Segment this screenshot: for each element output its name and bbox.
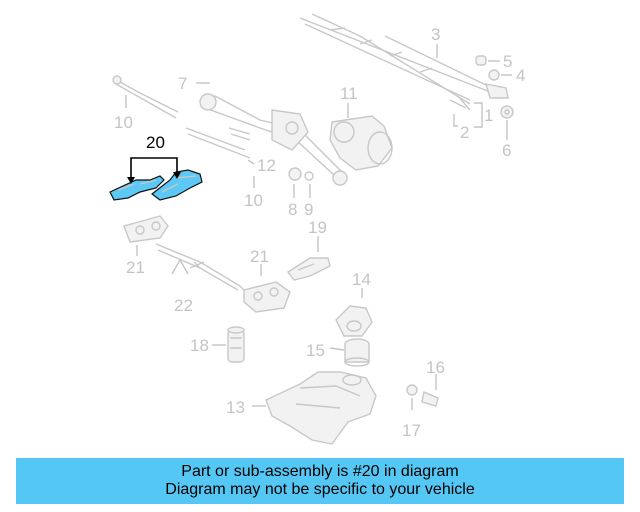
callout-21-right: 21 <box>250 247 269 266</box>
nozzle-seal-left <box>123 215 169 243</box>
callout-15: 15 <box>306 341 325 360</box>
callout-14: 14 <box>352 270 371 289</box>
callout-1: 1 <box>484 106 493 125</box>
bracket <box>286 257 331 281</box>
callout-19: 19 <box>308 218 327 237</box>
callout-20-leaders <box>127 157 181 184</box>
callout-12: 12 <box>257 156 276 175</box>
info-banner: Part or sub-assembly is #20 in diagram D… <box>16 458 624 504</box>
wiper-linkage <box>185 93 348 186</box>
callout-5: 5 <box>503 52 512 71</box>
callout-11: 11 <box>340 84 358 103</box>
wiper-motor <box>329 115 393 171</box>
hose-connector <box>406 384 439 407</box>
banner-line-2: Diagram may not be specific to your vehi… <box>165 481 475 498</box>
washer-nozzle-assembly <box>109 169 203 201</box>
callout-13: 13 <box>226 398 245 417</box>
wiper-arm-and-blade <box>299 13 509 111</box>
callout-18: 18 <box>190 336 209 355</box>
callout-10-lower: 10 <box>244 191 263 210</box>
filler-cap <box>344 338 370 367</box>
callout-7: 7 <box>178 74 187 93</box>
callout-16: 16 <box>426 358 445 377</box>
washer-hose-upper <box>112 75 179 119</box>
parts-diagram: 20 3 5 4 1 2 6 7 10 11 12 10 8 9 21 22 2… <box>109 13 525 445</box>
callout-20: 20 <box>146 133 165 152</box>
callout-6: 6 <box>502 141 511 160</box>
washer-hose-lower <box>155 243 247 293</box>
small-parts-4-5-6 <box>475 55 514 119</box>
callout-2: 2 <box>460 123 469 142</box>
callout-21-left: 21 <box>126 258 145 277</box>
banner-line-1: Part or sub-assembly is #20 in diagram <box>181 463 459 480</box>
grommets-8-9 <box>288 167 314 181</box>
callout-22: 22 <box>174 296 193 315</box>
filler-neck <box>335 305 373 337</box>
leader-lines <box>125 44 512 410</box>
washer-reservoir <box>265 371 377 445</box>
washer-pump <box>227 326 245 363</box>
callout-4: 4 <box>516 66 525 85</box>
callout-8: 8 <box>288 200 297 219</box>
nozzle-seal-right <box>243 281 291 313</box>
callout-17: 17 <box>402 421 421 440</box>
callout-3: 3 <box>431 25 440 44</box>
callout-9: 9 <box>304 200 313 219</box>
callout-10-upper: 10 <box>114 113 133 132</box>
